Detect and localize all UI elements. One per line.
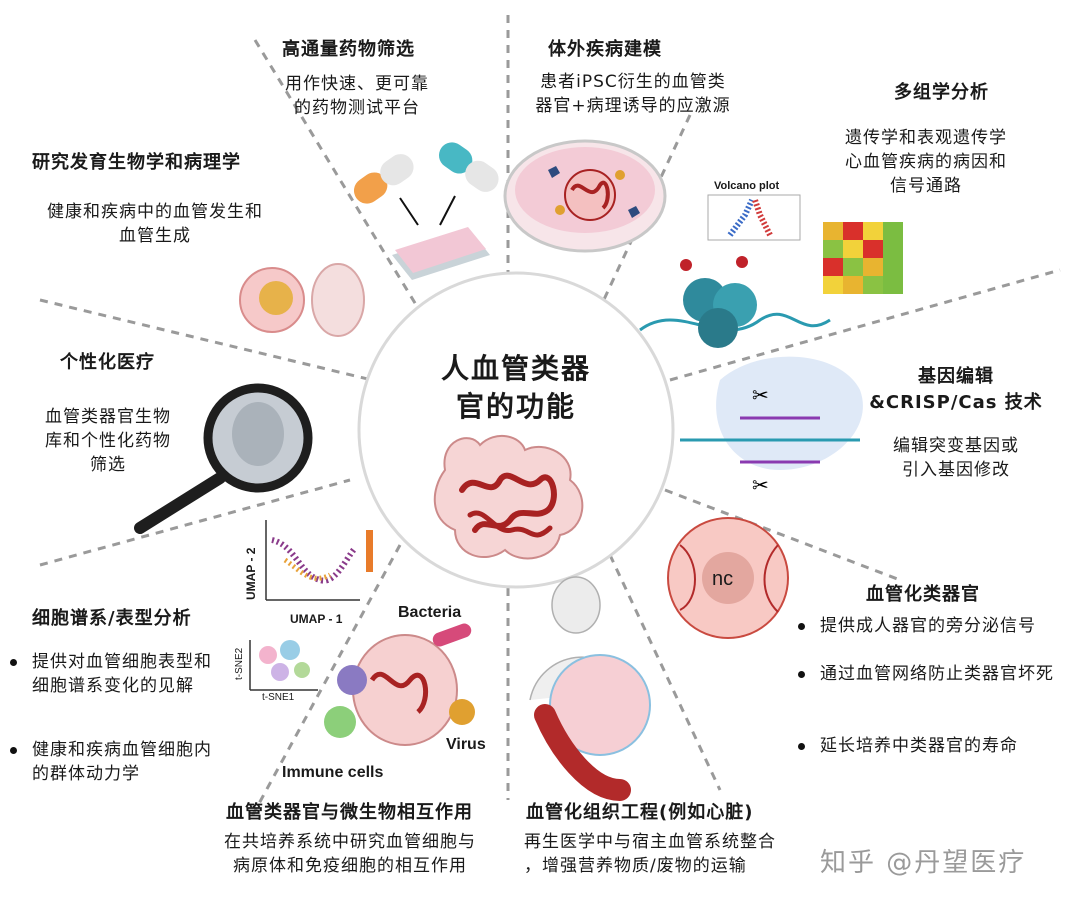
embryo-image bbox=[239, 263, 365, 337]
volcano-plot-label: Volcano plot bbox=[714, 180, 780, 192]
protein-complex-image bbox=[639, 256, 831, 348]
lineage-bullets: 提供对血管细胞表型和细胞谱系变化的见解 健康和疾病血管细胞内的群体动力学 bbox=[8, 650, 218, 786]
list-item: 健康和疾病血管细胞内的群体动力学 bbox=[8, 738, 218, 786]
heatmap-image bbox=[823, 222, 903, 294]
center-organoid-image bbox=[433, 435, 584, 560]
nc-label: nc bbox=[712, 568, 734, 590]
disease-model-body: 患者iPSC衍生的血管类 器官+病理诱导的应激源 bbox=[518, 70, 748, 118]
omics-title: 多组学分析 bbox=[894, 82, 989, 103]
development-title: 研究发育生物学和病理学 bbox=[32, 152, 241, 173]
crispr-image: ✂ ✂ bbox=[680, 356, 863, 497]
vascularized-bullets: 提供成人器官的旁分泌信号 通过血管网络防止类器官坏死 延长培养中类器官的寿命 bbox=[796, 614, 1060, 758]
list-item: 提供成人器官的旁分泌信号 bbox=[796, 614, 1060, 638]
omics-body-line: 信号通路 bbox=[890, 176, 962, 196]
immune-cells-label: Immune cells bbox=[282, 764, 384, 781]
tsne-x-label: t-SNE1 bbox=[262, 692, 295, 703]
omics-body: 遗传学和表观遗传学 心血管疾病的病因和 信号通路 bbox=[826, 126, 1026, 198]
vascularized-bullet-text: 提供成人器官的旁分泌信号 bbox=[820, 616, 1036, 636]
center-title-line1: 人血管类器 bbox=[440, 352, 591, 385]
tsne-y-label: t-SNE2 bbox=[234, 647, 245, 680]
gene-editing-body-line: 编辑突变基因或 bbox=[893, 436, 1019, 456]
nc-organoid-image bbox=[667, 517, 789, 639]
magnifier-image bbox=[134, 383, 313, 534]
disease-model-title: 体外疾病建模 bbox=[548, 39, 662, 60]
omics-body-line: 遗传学和表观遗传学 bbox=[845, 128, 1007, 148]
microbe-body: 在共培养系统中研究血管细胞与 病原体和免疫细胞的相互作用 bbox=[190, 830, 510, 878]
tissue-engineering-body-line: 再生医学中与宿主血管系统整合 bbox=[524, 832, 776, 852]
svg-text:✂: ✂ bbox=[752, 473, 769, 497]
development-body: 健康和疾病中的血管发生和 血管生成 bbox=[20, 200, 290, 248]
omics-body-line: 心血管疾病的病因和 bbox=[845, 152, 1007, 172]
development-body-line: 血管生成 bbox=[119, 226, 191, 246]
umap-x-label: UMAP - 1 bbox=[290, 612, 343, 626]
microbe-body-line: 在共培养系统中研究血管细胞与 bbox=[224, 832, 476, 852]
personalized-body-line: 血管类器官生物 bbox=[45, 407, 171, 427]
bacteria-label: Bacteria bbox=[398, 604, 462, 621]
vascularized-bullet-text: 延长培养中类器官的寿命 bbox=[820, 736, 1018, 756]
disease-model-body-line: 器官+病理诱导的应激源 bbox=[535, 96, 731, 116]
center-title-line2: 官的功能 bbox=[455, 390, 576, 423]
gene-editing-title: 基因编辑 &CRISP/Cas 技术 bbox=[866, 364, 1046, 416]
hts-body-line: 用作快速、更可靠 bbox=[285, 74, 429, 94]
microbe-organoid-image bbox=[324, 623, 475, 746]
tissue-engineering-body: 再生医学中与宿主血管系统整合 ，增强营养物质/废物的运输 bbox=[524, 830, 824, 878]
tissue-engineering-body-line: ，增强营养物质/废物的运输 bbox=[524, 856, 747, 876]
center-title: 人血管类器 官的功能 bbox=[416, 350, 616, 426]
tissue-engineering-image bbox=[529, 576, 651, 801]
umap-y-label: UMAP - 2 bbox=[244, 547, 258, 600]
petri-dish-image bbox=[503, 139, 667, 253]
disease-model-body-line: 患者iPSC衍生的血管类 bbox=[540, 72, 726, 92]
development-body-line: 健康和疾病中的血管发生和 bbox=[47, 202, 263, 222]
microbe-body-line: 病原体和免疫细胞的相互作用 bbox=[233, 856, 467, 876]
lineage-bullet-text: 提供对血管细胞表型和细胞谱系变化的见解 bbox=[32, 652, 212, 696]
volcano-plot-image bbox=[707, 194, 801, 241]
personalized-body-line: 库和个性化药物 bbox=[45, 431, 171, 451]
gene-editing-title-line1: 基因编辑 bbox=[918, 366, 994, 387]
gene-editing-body: 编辑突变基因或 引入基因修改 bbox=[866, 434, 1046, 482]
hts-body: 用作快速、更可靠 的药物测试平台 bbox=[262, 72, 452, 120]
hts-body-line: 的药物测试平台 bbox=[294, 98, 420, 118]
list-item: 提供对血管细胞表型和细胞谱系变化的见解 bbox=[8, 650, 218, 698]
gene-editing-body-line: 引入基因修改 bbox=[902, 460, 1010, 480]
lineage-title: 细胞谱系/表型分析 bbox=[32, 608, 192, 629]
lineage-bullet-text: 健康和疾病血管细胞内的群体动力学 bbox=[32, 740, 212, 784]
personalized-body: 血管类器官生物 库和个性化药物 筛选 bbox=[28, 405, 188, 477]
tissue-engineering-title: 血管化组织工程(例如心脏) bbox=[526, 802, 754, 823]
list-item: 通过血管网络防止类器官坏死 bbox=[796, 662, 1060, 686]
watermark-text: 知乎 @丹望医疗 bbox=[820, 848, 1027, 878]
hts-title: 高通量药物筛选 bbox=[282, 39, 415, 60]
vascularized-bullet-text: 通过血管网络防止类器官坏死 bbox=[820, 664, 1054, 684]
personalized-title: 个性化医疗 bbox=[60, 352, 155, 373]
list-item: 延长培养中类器官的寿命 bbox=[796, 734, 1060, 758]
microbe-title: 血管类器官与微生物相互作用 bbox=[226, 802, 473, 823]
gene-editing-title-line2: &CRISP/Cas 技术 bbox=[869, 392, 1043, 413]
vascularized-title: 血管化类器官 bbox=[866, 584, 980, 605]
section-dividers bbox=[39, 15, 1061, 821]
capsule-plate-image bbox=[353, 142, 499, 280]
virus-label: Virus bbox=[446, 736, 486, 753]
umap-plot-image bbox=[265, 520, 373, 601]
personalized-body-line: 筛选 bbox=[90, 455, 126, 475]
tsne-plot-image bbox=[249, 640, 318, 691]
svg-text:✂: ✂ bbox=[752, 383, 769, 407]
